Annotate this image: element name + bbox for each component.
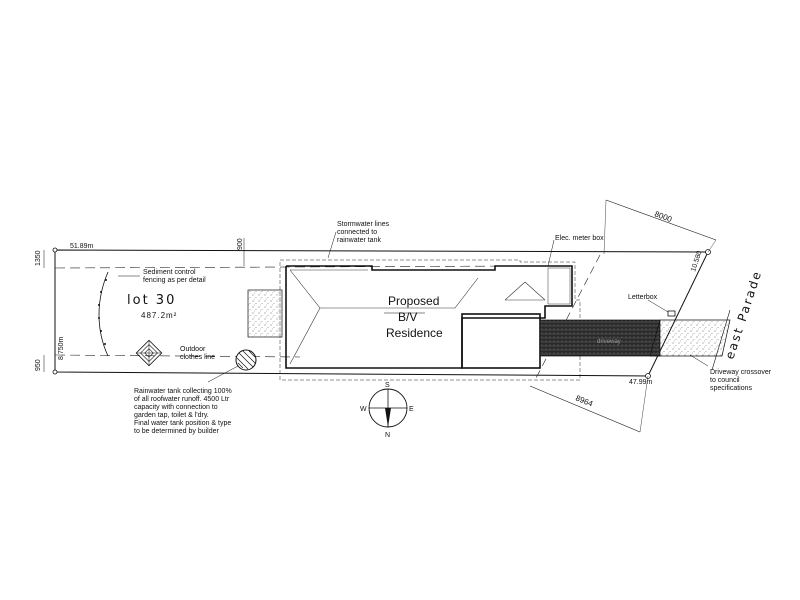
setback-line-top [54,265,521,269]
dim-line-8000 [605,199,717,241]
residence-line1: Proposed [388,294,439,308]
stormwater-label-1: Stormwater lines [337,221,390,228]
dim-front-8964: 8964 [574,394,594,409]
sediment-fence-posts [98,279,107,345]
crossover-label-2: to council [710,377,740,384]
sediment-fence [98,271,109,357]
rainwater-tank-icon [235,349,257,371]
dim-left-boundary: 8.750m [58,336,65,360]
clothes-label-1: Outdoor [180,346,206,353]
tank-label-3: capacity with connection to [134,404,218,411]
compass-west: W [360,406,367,413]
dim-setback-950: 950 [35,359,42,371]
driveway-paving [539,319,661,357]
compass-icon: S N E W [360,382,414,439]
dim-front-8000: 8000 [653,209,673,224]
tank-label-6: to be determined by builder [134,428,219,435]
crossover-label-3: specifications [710,385,753,392]
compass-south: S [385,382,390,389]
tank-label-4: garden tap, toilet & l'dry. [134,412,209,419]
dim-setback-1350: 1350 [35,250,42,266]
tank-label-5: Final water tank position & type [134,420,231,427]
compass-east: E [409,406,414,413]
dim-bottom-boundary: 47.99m [629,379,653,386]
letterbox-label: Letterbox [628,294,658,301]
setback-line-bottom [54,354,301,358]
dim-setback-900: 900 [237,238,244,250]
residence-line2: B/V [398,310,417,324]
sediment-label-2: fencing as per detail [143,277,206,284]
stormwater-line [279,259,581,381]
compass-north: N [385,432,390,439]
tank-label-2: of all roofwater runoff. 4500 Ltr [134,396,230,403]
residence-line3: Residence [386,326,443,340]
dim-line-8964 [529,385,641,433]
rear-patio [247,289,283,338]
tank-label-1: Rainwater tank collecting 100% [134,388,232,395]
stormwater-label-3: rainwater tank [337,237,381,244]
driveway-label: driveway [597,339,621,345]
lot-name: lot 30 [127,293,176,308]
stormwater-label-2: connected to [337,229,377,236]
lot-area: 487.2m² [141,311,177,320]
elec-meter-label: Elec. meter box [555,235,604,242]
dim-top-boundary: 51.89m [70,243,94,250]
clothes-line-icon [135,339,163,367]
driveway-crossover [649,319,731,357]
dim-right-boundary: 10.580 [690,250,703,273]
clothes-label-2: clothes line [180,354,215,361]
crossover-label-1: Driveway crossover [710,369,772,376]
residence-outline [285,265,573,369]
sediment-label-1: Sediment control [143,269,196,276]
letterbox-icon [667,310,676,317]
setback-line-front [534,254,601,381]
